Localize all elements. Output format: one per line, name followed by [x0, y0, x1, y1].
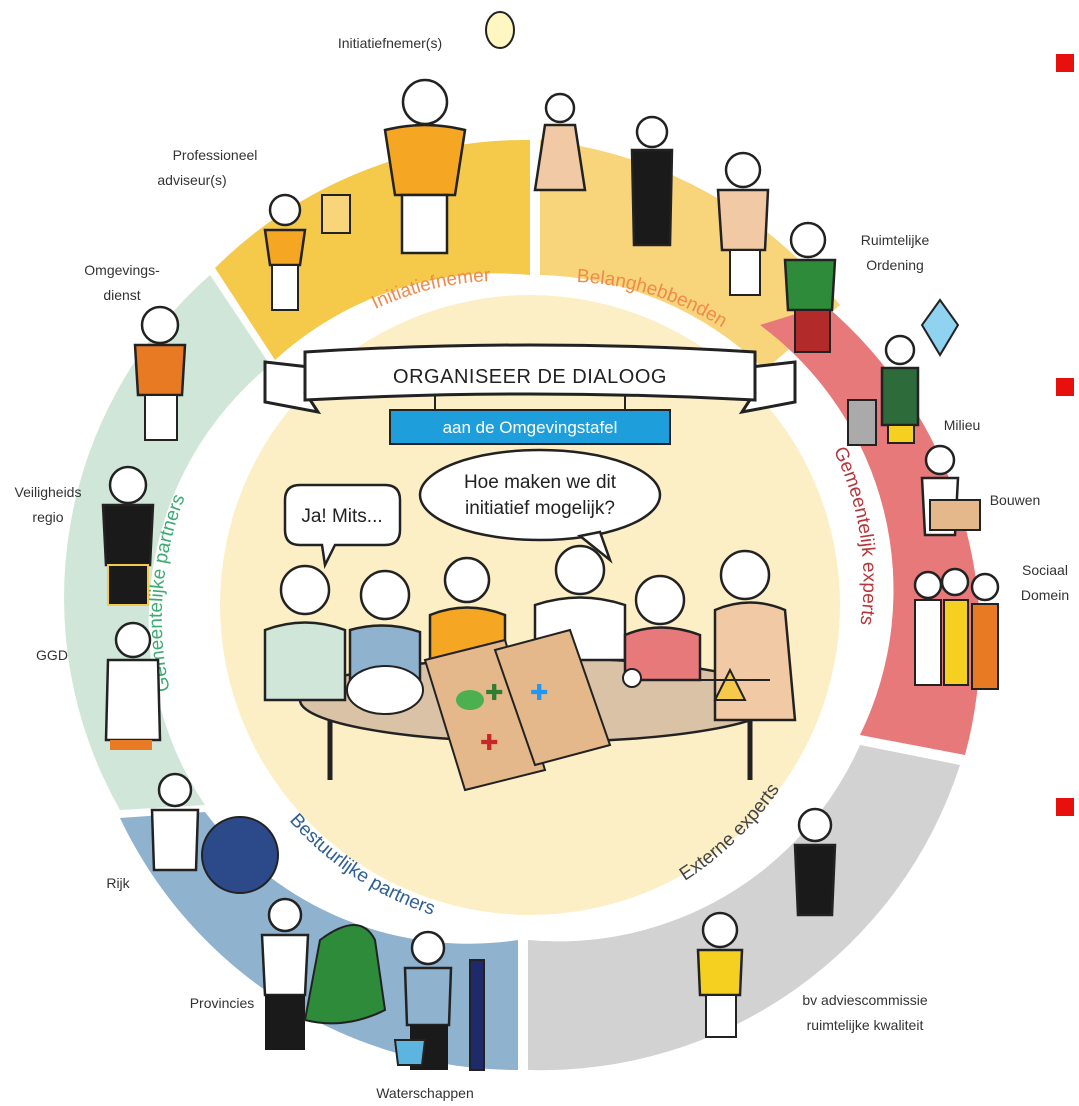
- figure-veiligheidsregio: [101, 465, 155, 606]
- label-professioneel-2: adviseur(s): [157, 172, 226, 188]
- label-sociaal-2: Domein: [1021, 587, 1069, 603]
- speech-right-line1: Hoe maken we dit: [464, 472, 617, 493]
- label-milieu: Milieu: [944, 417, 981, 433]
- label-provincies: Provincies: [190, 995, 255, 1011]
- label-professioneel-1: Professioneel: [173, 147, 258, 163]
- svg-text:✚: ✚: [480, 730, 498, 755]
- sector-externe-experts: [528, 745, 960, 1071]
- figure-rijk: [150, 772, 279, 894]
- label-ruimtelijke-2: Ordening: [866, 257, 924, 273]
- label-veiligheids-2: regio: [32, 509, 63, 525]
- speech-bubble-left: Ja! Mits...: [283, 483, 402, 570]
- label-bv-2: ruimtelijke kwaliteit: [807, 1017, 924, 1033]
- figure-sociaal-domein: [913, 567, 1000, 690]
- speech-bubble-right: Hoe maken we dit initiatief mogelijk?: [418, 448, 662, 564]
- figure-belanghebbenden: [533, 92, 770, 296]
- figure-provincies: [260, 897, 387, 1050]
- label-ruimtelijke-1: Ruimtelijke: [861, 232, 930, 248]
- svg-text:✚: ✚: [485, 680, 503, 705]
- label-omgevings-1: Omgevings-: [84, 262, 160, 278]
- label-ggd: GGD: [36, 647, 68, 663]
- label-bv-1: bv adviescommissie: [802, 992, 927, 1008]
- label-waterschappen: Waterschappen: [376, 1085, 474, 1101]
- figure-ggd: [104, 621, 162, 750]
- sector-belanghebbenden: [540, 140, 840, 370]
- figure-bouwen: [920, 444, 981, 537]
- figure-initiatiefnemer: [383, 11, 515, 255]
- banner-subtitle: aan de Omgevingstafel: [443, 418, 618, 437]
- svg-text:✚: ✚: [530, 680, 548, 705]
- figure-omgevingsdienst: [133, 305, 187, 441]
- speech-left-text: Ja! Mits...: [301, 506, 382, 527]
- bullet-square-1: [1056, 54, 1074, 72]
- label-initiatiefnemers: Initiatiefnemer(s): [338, 35, 442, 51]
- bullet-square-2: [1056, 378, 1074, 396]
- speech-right-line2: initiatief mogelijk?: [465, 498, 615, 519]
- label-veiligheids-1: Veiligheids: [15, 484, 82, 500]
- table-scene: ✚ ✚ ✚: [263, 544, 797, 792]
- label-sociaal-1: Sociaal: [1022, 562, 1068, 578]
- label-bouwen: Bouwen: [990, 492, 1041, 508]
- label-omgevings-2: dienst: [103, 287, 140, 303]
- bullet-square-3: [1056, 798, 1074, 816]
- label-rijk: Rijk: [106, 875, 130, 891]
- figure-professioneel-adviseur: [263, 193, 351, 311]
- banner: ORGANISEER DE DIALOOG aan de Omgevingsta…: [263, 343, 797, 445]
- figure-waterschappen: [393, 930, 485, 1071]
- banner-title: ORGANISEER DE DIALOOG: [393, 366, 667, 388]
- figure-externe-experts: [696, 807, 837, 1038]
- figure-milieu: [847, 298, 960, 446]
- inner-table-area: [220, 295, 840, 915]
- figure-ruimtelijke-ordening: [783, 221, 837, 353]
